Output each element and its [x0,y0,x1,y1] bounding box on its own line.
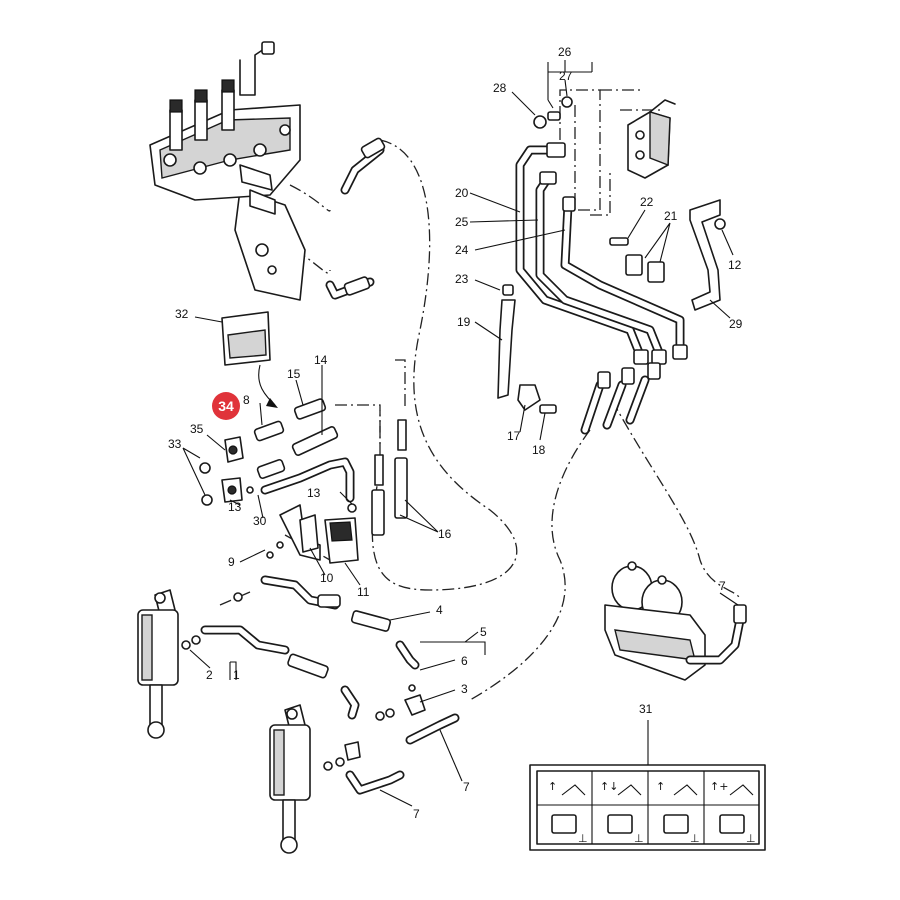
panel-symbol-1: ↑ [548,780,557,793]
panel-symbol-3: ↑ [656,780,665,793]
part-labels: 26 27 28 20 25 24 23 19 17 18 22 21 12 2… [168,45,743,821]
panel-bottom-symbol-3: ⊥ [690,832,700,845]
label-28: 28 [493,81,507,95]
leader-lines [182,60,739,807]
panel-bottom-symbol-2: ⊥ [634,832,644,845]
label-23: 23 [455,272,469,286]
panel-bottom-symbol-1: ⊥ [578,832,588,845]
label-16: 16 [438,527,452,541]
label-22: 22 [640,195,654,209]
label-19: 19 [457,315,471,329]
label-8: 8 [243,393,250,407]
bracket-19 [497,284,557,414]
panel-symbol-2: ↑↓ [600,780,618,793]
label-35: 35 [190,422,204,436]
part-32-decal [221,311,278,408]
cylinder-hoses [181,575,460,795]
label-30: 30 [253,514,267,528]
highlighted-callout-34[interactable]: 34 [212,392,240,420]
callout-label-34: 34 [218,398,234,414]
label-4: 4 [436,603,443,617]
label-11: 11 [357,585,370,599]
label-7b: 7 [413,807,420,821]
label-2: 2 [206,668,213,682]
label-5: 5 [480,625,487,639]
middle-fittings [253,398,355,503]
label-1: 1 [233,668,240,682]
left-fittings [199,436,254,506]
bracket-29 [609,199,726,311]
label-6: 6 [461,654,468,668]
label-13a: 13 [228,500,242,514]
panel-symbol-4: ↑+ [710,780,728,793]
label-26: 26 [558,45,572,59]
label-7a: 7 [463,780,470,794]
label-27: 27 [559,69,573,83]
brackets-10-11 [266,503,359,564]
label-13b: 13 [307,486,321,500]
part-31-control-decal: ↑ ↑↓ ↑ ↑+ ⊥ ⊥ ⊥ ⊥ [529,764,766,851]
lift-cylinder-lower [269,704,311,854]
callout-circle[interactable] [212,392,240,420]
label-29: 29 [729,317,743,331]
valve-hoses [325,137,386,300]
label-3: 3 [461,682,468,696]
panel-bottom-symbol-4: ⊥ [746,832,756,845]
label-32: 32 [175,307,189,321]
aux-valve [533,96,676,179]
hose-ends [580,362,661,435]
label-31: 31 [639,702,653,716]
accumulator-assembly [604,561,747,681]
routing-lines [219,89,741,701]
rigid-pipes [515,142,688,365]
label-20: 20 [455,186,469,200]
label-14: 14 [314,353,328,367]
label-15: 15 [287,367,301,381]
label-18: 18 [532,443,546,457]
label-7c: 7 [719,579,726,593]
label-17: 17 [507,429,521,443]
label-9: 9 [228,555,235,569]
lift-cylinder-upper [137,589,179,739]
label-21: 21 [664,209,678,223]
label-25: 25 [455,215,469,229]
label-10: 10 [320,571,334,585]
label-33: 33 [168,437,182,451]
vertical-fittings-16 [371,419,408,536]
control-valve-assembly [149,41,306,301]
label-24: 24 [455,243,469,257]
label-12: 12 [728,258,742,272]
